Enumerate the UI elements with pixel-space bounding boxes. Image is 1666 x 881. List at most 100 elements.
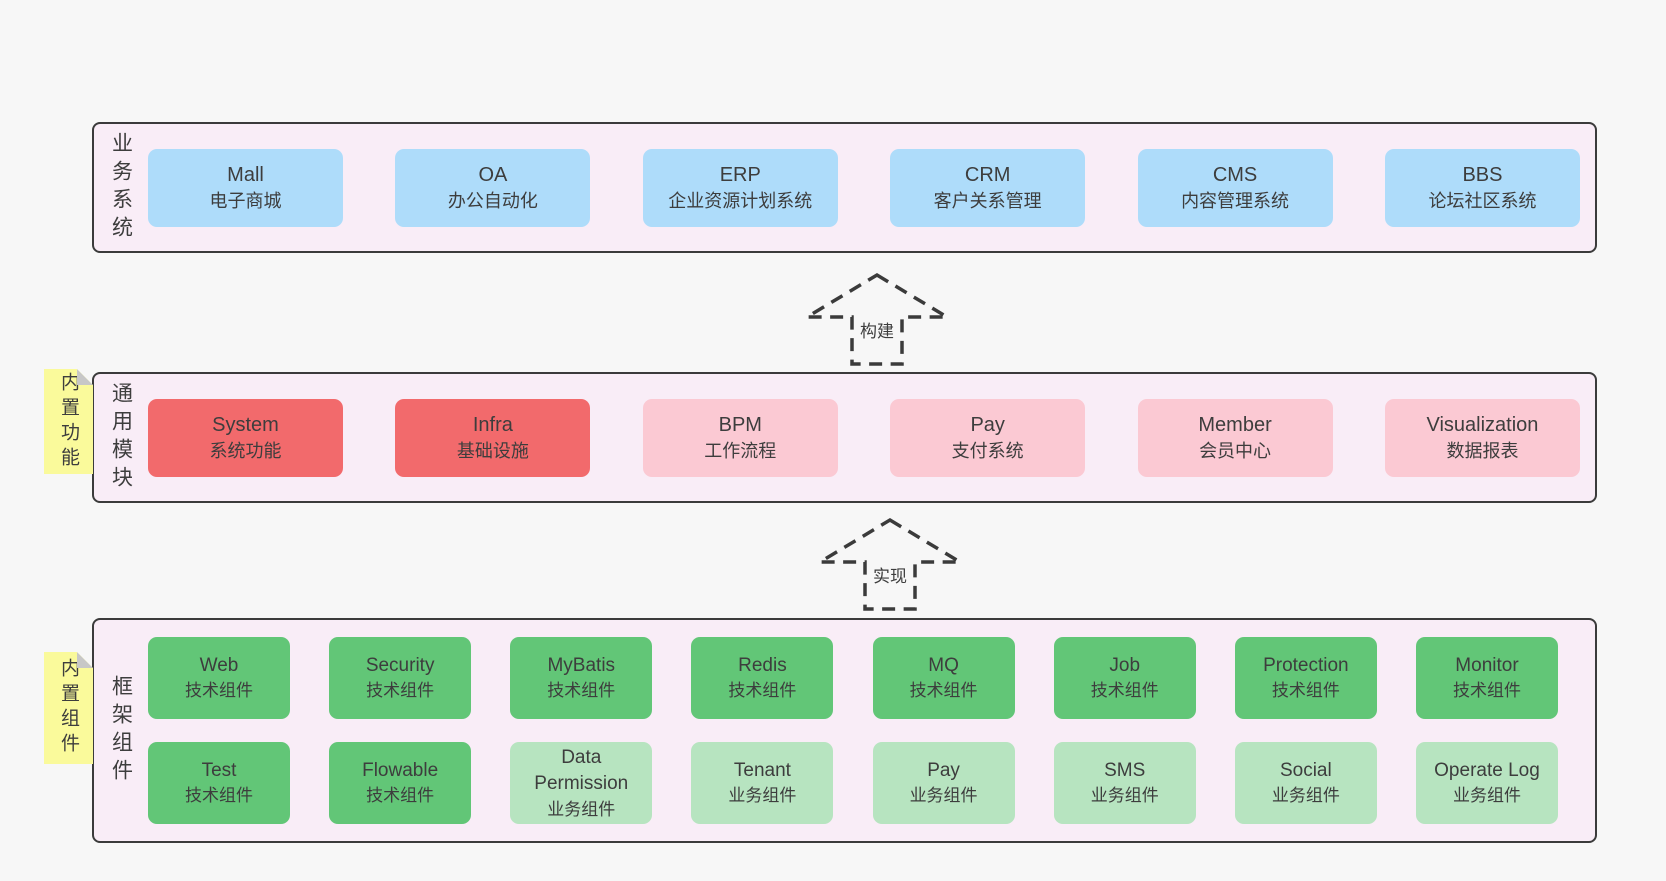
sticky-note-built-in-components: 内置组件 — [44, 652, 93, 764]
box-bbs: BBS 论坛社区系统 — [1384, 148, 1580, 227]
box-title: Monitor — [1455, 654, 1519, 676]
box-flowable: Flowable 技术组件 — [329, 742, 472, 824]
box-pay: Pay 支付系统 — [890, 398, 1086, 477]
box-title: Mall — [227, 163, 264, 186]
box-subtitle: 技术组件 — [185, 681, 253, 701]
box-subtitle: 技术组件 — [1452, 681, 1521, 701]
box-social: Social 业务组件 — [1234, 742, 1377, 824]
box-infra: Infra 基础设施 — [395, 398, 591, 477]
box-operate-log: Operate Log 业务组件 — [1415, 742, 1558, 824]
box-test: Test 技术组件 — [148, 742, 290, 824]
box-mq: MQ 技术组件 — [872, 637, 1015, 719]
box-subtitle: 业务组件 — [547, 799, 616, 819]
box-subtitle: 业务组件 — [728, 786, 797, 806]
box-title: MyBatis — [547, 654, 616, 676]
box-title: Flowable — [362, 759, 439, 781]
box-subtitle: 技术组件 — [909, 681, 978, 701]
box-security: Security 技术组件 — [329, 637, 472, 719]
box-member: Member 会员中心 — [1137, 398, 1333, 477]
box-title: Tenant — [733, 759, 791, 781]
framework-box-grid: Web 技术组件 Security 技术组件 MyBatis 技术组件 Redi… — [148, 620, 1595, 841]
box-title: ERP — [719, 163, 761, 186]
box-title: BBS — [1462, 163, 1503, 186]
box-title: MQ — [928, 654, 959, 676]
box-subtitle: 数据报表 — [1446, 440, 1519, 461]
modules-box-row: System 系统功能 Infra 基础设施 BPM 工作流程 Pay 支付系统… — [148, 374, 1595, 501]
box-pay-biz: Pay 业务组件 — [872, 742, 1015, 824]
box-title: Pay — [927, 759, 960, 781]
box-title: Protection — [1263, 654, 1349, 676]
box-subtitle: 技术组件 — [366, 786, 435, 806]
box-subtitle: 业务组件 — [1271, 786, 1340, 806]
arrow-up-icon — [802, 272, 952, 366]
box-sms: SMS 业务组件 — [1053, 742, 1196, 824]
box-subtitle: 企业资源计划系统 — [668, 190, 813, 211]
arrow-build: 构建 — [802, 272, 952, 367]
box-subtitle: 支付系统 — [951, 440, 1024, 461]
arrow-build-label: 构建 — [857, 316, 897, 343]
box-title: Infra — [472, 413, 513, 436]
box-subtitle: 客户关系管理 — [933, 190, 1042, 211]
box-cms: CMS 内容管理系统 — [1137, 148, 1333, 227]
box-mybatis: MyBatis 技术组件 — [510, 637, 653, 719]
box-mall: Mall 电子商城 — [148, 148, 343, 227]
box-subtitle: 技术组件 — [366, 681, 435, 701]
box-title: SMS — [1104, 759, 1146, 781]
box-title: Redis — [738, 654, 787, 676]
box-subtitle: 电子商城 — [209, 190, 282, 211]
box-title: Web — [199, 654, 239, 676]
box-title: Pay — [970, 413, 1005, 436]
layer-common-modules: 通用模块 System 系统功能 Infra 基础设施 BPM 工作流程 Pay… — [92, 372, 1597, 503]
box-subtitle: 内容管理系统 — [1181, 190, 1290, 211]
box-subtitle: 业务组件 — [1090, 786, 1159, 806]
arrow-up-icon — [815, 517, 965, 611]
box-subtitle: 工作流程 — [704, 440, 777, 461]
box-subtitle: 基础设施 — [456, 440, 529, 461]
business-box-row: Mall 电子商城 OA 办公自动化 ERP 企业资源计划系统 CRM 客户关系… — [148, 124, 1595, 251]
box-title: OA — [478, 163, 508, 186]
box-subtitle: 技术组件 — [547, 681, 616, 701]
box-title: Security — [365, 654, 435, 676]
note-text-built-in-features: 内置功能 — [58, 371, 79, 472]
box-subtitle: 技术组件 — [185, 786, 253, 806]
box-title: Visualization — [1426, 413, 1539, 436]
arrow-implement: 实现 — [815, 517, 965, 612]
box-subtitle: 会员中心 — [1199, 440, 1272, 461]
box-subtitle: 系统功能 — [209, 440, 282, 461]
box-job: Job 技术组件 — [1053, 637, 1196, 719]
box-web: Web 技术组件 — [148, 637, 290, 719]
layer-label-business: 业务系统 — [94, 124, 148, 251]
box-title: Social — [1279, 759, 1332, 781]
layer-business-systems: 业务系统 Mall 电子商城 OA 办公自动化 ERP 企业资源计划系统 CRM… — [92, 122, 1597, 253]
box-title: CMS — [1212, 163, 1258, 186]
box-subtitle: 技术组件 — [1271, 681, 1340, 701]
box-title: Operate Log — [1434, 759, 1540, 781]
layer-title-modules: 通用模块 — [109, 381, 133, 494]
box-subtitle: 办公自动化 — [447, 190, 538, 211]
folded-corner-icon — [77, 652, 93, 668]
box-subtitle: 技术组件 — [1090, 681, 1159, 701]
box-subtitle: 业务组件 — [909, 786, 978, 806]
box-subtitle: 业务组件 — [1452, 786, 1521, 806]
box-crm: CRM 客户关系管理 — [890, 148, 1086, 227]
folded-corner-icon — [77, 369, 93, 385]
layer-label-modules: 通用模块 — [94, 374, 148, 501]
box-title: Test — [201, 759, 237, 781]
box-protection: Protection 技术组件 — [1234, 637, 1377, 719]
layer-framework-components: 框架组件 Web 技术组件 Security 技术组件 MyBatis 技术组件… — [92, 618, 1597, 843]
layer-label-framework: 框架组件 — [94, 620, 148, 841]
box-title: CRM — [964, 163, 1011, 186]
box-subtitle: 论坛社区系统 — [1428, 190, 1537, 211]
box-data-permission: Data Permission 业务组件 — [510, 742, 653, 824]
box-subtitle: 技术组件 — [728, 681, 797, 701]
sticky-note-built-in-features: 内置功能 — [44, 369, 93, 474]
box-title: BPM — [718, 413, 762, 436]
box-title: System — [212, 413, 279, 436]
box-bpm: BPM 工作流程 — [642, 398, 838, 477]
box-oa: OA 办公自动化 — [395, 148, 591, 227]
box-tenant: Tenant 业务组件 — [691, 742, 834, 824]
box-erp: ERP 企业资源计划系统 — [642, 148, 838, 227]
layer-title-framework: 框架组件 — [109, 674, 133, 787]
box-visualization: Visualization 数据报表 — [1384, 398, 1580, 477]
box-monitor: Monitor 技术组件 — [1415, 637, 1558, 719]
